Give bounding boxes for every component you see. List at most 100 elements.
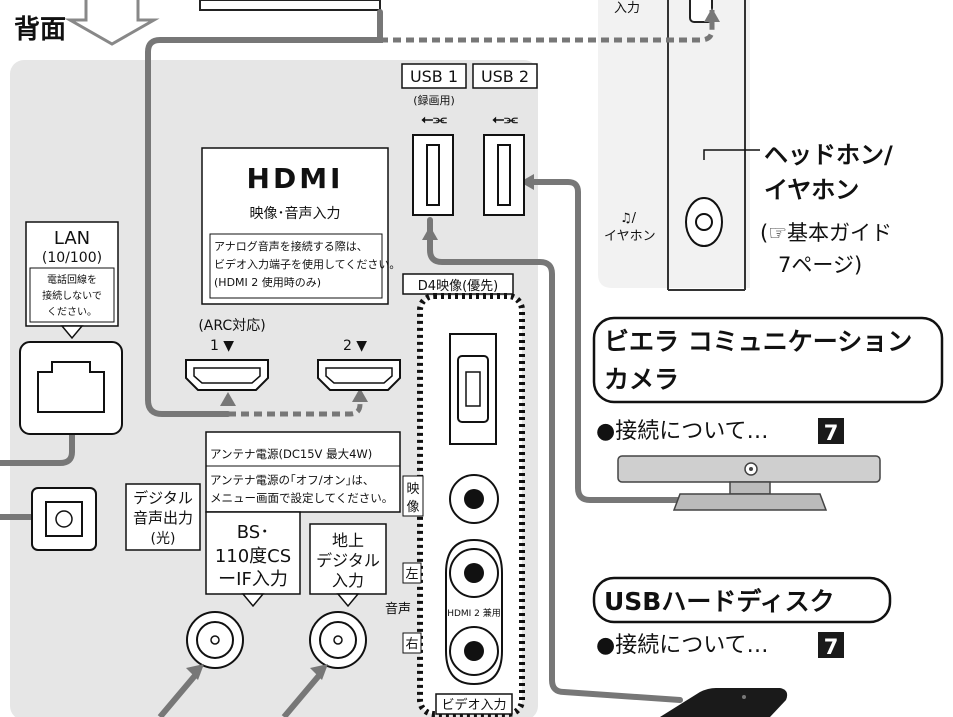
dashed-top-line [380, 10, 715, 43]
cable-arrowhead [352, 388, 368, 402]
lan-speed: (10/100) [42, 250, 102, 266]
video-input-label: ビデオ入力 [441, 697, 506, 713]
hdmi-port2-label: 2 ▼ [343, 338, 367, 354]
cable-arrowhead [520, 174, 534, 190]
usb1-label-box [401, 63, 467, 89]
terrestrial-label-line: デジタル [316, 551, 380, 570]
audio-label: 音声 [385, 601, 411, 617]
audio-left-port[interactable] [449, 548, 499, 598]
cable-arrowhead [220, 392, 236, 406]
terrestrial-antenna-port[interactable] [309, 611, 367, 669]
hdmi-port-1[interactable] [185, 359, 269, 391]
lan-note-line: 接続しないで [42, 289, 102, 302]
video-rca-port[interactable] [449, 474, 499, 524]
lan-pointer [60, 325, 84, 340]
bs-antenna-cable [157, 670, 201, 717]
terrestrial-label-line: 入力 [332, 571, 364, 590]
hdd-illustration [660, 688, 788, 717]
audio-left-label: 左 [405, 567, 418, 582]
hdmi-note-line: ビデオ入力端子を使用してください。 [214, 257, 400, 271]
video-label-box [402, 475, 424, 517]
video-label: 映 [406, 482, 419, 497]
usb2-label: USB 2 [481, 67, 529, 86]
terrestrial-label-box [309, 523, 387, 595]
terrestrial-label-line: 地上 [332, 531, 364, 550]
side-headphone-label: イヤホン [604, 229, 656, 244]
hdd-usb-cable [427, 217, 683, 703]
top-device-edge [199, 0, 381, 11]
hdd-page-badge-bg [818, 632, 844, 658]
headphone-title-line2: イヤホン [764, 176, 859, 204]
usb1-label: USB 1 [410, 67, 458, 86]
bs-antenna-port[interactable] [186, 611, 244, 669]
hdmi-note-box [209, 233, 383, 299]
back-panel [10, 60, 538, 717]
headphone-leader-line [703, 149, 760, 160]
cable-arrowhead [310, 664, 328, 680]
bs-label-line: ーIF入力 [218, 569, 288, 590]
camera-usb-cable [525, 179, 683, 503]
headphone-ref-line1: (☞基本ガイド [760, 221, 892, 245]
hdd-title-box [592, 576, 892, 624]
hdmi-note-line: (HDMI 2 使用時のみ) [214, 276, 321, 289]
d4-title: D4映像(優先) [418, 279, 498, 294]
antenna-power-box [205, 431, 401, 513]
optical-port[interactable] [31, 487, 97, 551]
optical-label-line: 音声出力 [133, 509, 193, 527]
hdmi2-shared-label: HDMI 2 兼用 [447, 607, 501, 619]
usb-icon: ⭠⫘ [421, 110, 447, 128]
bs-label-line: BS･ [237, 522, 269, 543]
lan-title: LAN [54, 228, 90, 249]
tv-side-panel [598, 0, 750, 288]
side-top-port [689, 0, 713, 23]
antenna-power-line3: メニュー画面で設定してください。 [210, 491, 393, 505]
lan-note-box [29, 267, 115, 323]
camera-title-box [592, 316, 944, 404]
hdmi-logo: HDMI [247, 162, 344, 195]
right-label-box [402, 632, 422, 654]
d4-port[interactable] [449, 333, 497, 445]
hdmi-port-2[interactable] [317, 359, 401, 391]
hdd-connect-text: ●接続について… [596, 633, 769, 658]
hdd-page-badge[interactable]: 7 [824, 635, 839, 659]
cable-arrowhead [186, 664, 204, 680]
camera-title-line1: ビエラ コミュニケーション [604, 327, 912, 356]
cable-arrowhead [422, 226, 438, 240]
usb1-port[interactable] [412, 134, 454, 216]
optical-label-line: デジタル [133, 489, 193, 507]
cable-arrowhead [704, 8, 720, 22]
lan-note-line: ください。 [47, 306, 97, 318]
hdmi-note-line: アナログ音声を接続する際は、 [214, 239, 368, 253]
antenna-power-line1: アンテナ電源(DC15V 最大4W) [210, 447, 372, 461]
lan-note-line: 電話回線を [47, 273, 97, 286]
side-headphone-icon: ♫/ [620, 211, 637, 226]
hdmi-port1-label: 1 ▼ [210, 338, 234, 354]
hdmi-subtitle: 映像･音声入力 [250, 205, 341, 222]
bs-label-line: 110度CS [215, 546, 291, 567]
camera-page-badge[interactable]: 7 [824, 421, 839, 445]
audio-group-outline [445, 538, 503, 686]
terrestrial-antenna-cable [281, 670, 325, 717]
hdmi-dashed-line [228, 392, 363, 417]
terrestrial-pointer [336, 593, 360, 608]
optical-label-box [125, 483, 201, 551]
camera-page-badge-bg [818, 418, 844, 444]
usb2-port[interactable] [483, 134, 525, 216]
lan-cable [0, 422, 75, 466]
camera-connect-text: ●接続について… [596, 419, 769, 444]
lan-port[interactable] [19, 341, 123, 435]
usb1-recording-note: (録画用) [413, 93, 455, 107]
audio-right-label: 右 [405, 637, 418, 652]
camera-illustration [617, 455, 881, 511]
hdmi-cable [145, 9, 383, 417]
camera-title-line2: カメラ [604, 365, 679, 394]
usb2-label-box [472, 63, 538, 89]
antenna-power-line2: アンテナ電源の｢オフ/オン｣は、 [210, 473, 374, 487]
audio-right-port[interactable] [449, 626, 499, 676]
video-input-box [435, 693, 513, 715]
down-arrow-icon [64, 0, 160, 46]
headphone-jack[interactable] [685, 197, 723, 247]
headphone-ref-line2: 7ページ) [778, 253, 862, 277]
headphone-title-line1: ヘッドホン/ [764, 141, 893, 169]
